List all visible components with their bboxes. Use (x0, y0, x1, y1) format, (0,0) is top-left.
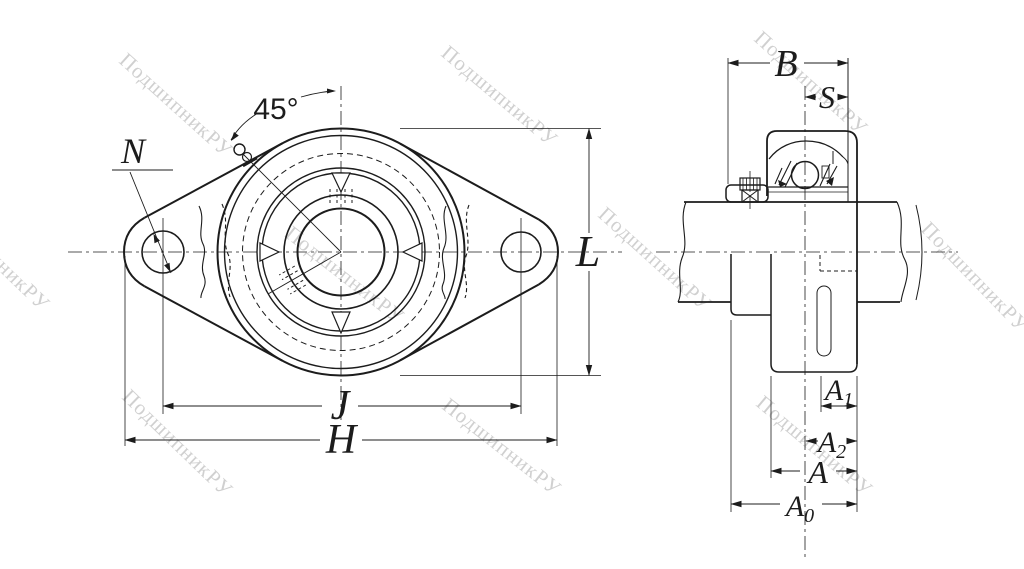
dim-label-N: N (120, 131, 147, 171)
bore-circle (296, 207, 386, 297)
dim-S: S (804, 79, 849, 115)
watermark-text: ПодшипникРУ (594, 202, 717, 316)
watermark-text: ПодшипникРУ (438, 393, 566, 501)
flange-plate-section (730, 143, 858, 373)
set-screw-knurl (742, 178, 758, 190)
shaft (677, 201, 923, 303)
seat-lugs (259, 172, 423, 335)
watermark-text: ПодшипникРУ (750, 26, 873, 140)
flange-outline (122, 142, 560, 362)
side-view: B S A1 A2 A (656, 43, 958, 560)
watermark-text: ПодшипникРУ (437, 40, 563, 151)
dim-label-45: 45° (253, 93, 298, 126)
set-screw-holes (278, 189, 353, 295)
dim-H: H (124, 256, 558, 463)
dim-label-A1: A1 (823, 374, 853, 411)
bolt-slot (816, 285, 832, 357)
dim-A: A (770, 376, 858, 490)
casting-lines (198, 203, 470, 300)
front-view: N 45° L J (68, 86, 622, 463)
watermark-text: ПодшипникРУ (916, 217, 1024, 337)
dim-label-B: B (774, 43, 797, 85)
dim-label-H: H (325, 417, 359, 463)
grease-fitting-axis (242, 153, 342, 253)
dim-label-A: A (806, 454, 828, 490)
dim-A1: A1 (820, 374, 858, 512)
insert-collar (725, 171, 769, 209)
dim-label-L: L (575, 227, 600, 276)
grease-fitting (233, 143, 258, 168)
watermark-text: ПодшипникРУ (118, 384, 238, 501)
dim-label-S: S (819, 79, 835, 115)
dim-L: L (400, 128, 601, 376)
dim-J: J (162, 218, 522, 429)
dim-angle-45: 45° (230, 88, 336, 141)
watermark-layer: ПодшипникРУ ПодшипникРУ ПодшипникРУ Подш… (0, 26, 1024, 502)
dim-N: N (112, 131, 173, 274)
dim-label-A0: A0 (784, 490, 814, 527)
watermark-text: ПодшипникРУ (0, 198, 55, 315)
dim-A2: A2 (805, 426, 858, 463)
dim-A0: A0 (730, 320, 858, 527)
housing-section (766, 58, 858, 202)
set-screw-axis (267, 251, 342, 295)
dim-B: B (727, 43, 849, 184)
dim-label-A2: A2 (816, 426, 846, 463)
dim-label-J: J (331, 383, 352, 429)
